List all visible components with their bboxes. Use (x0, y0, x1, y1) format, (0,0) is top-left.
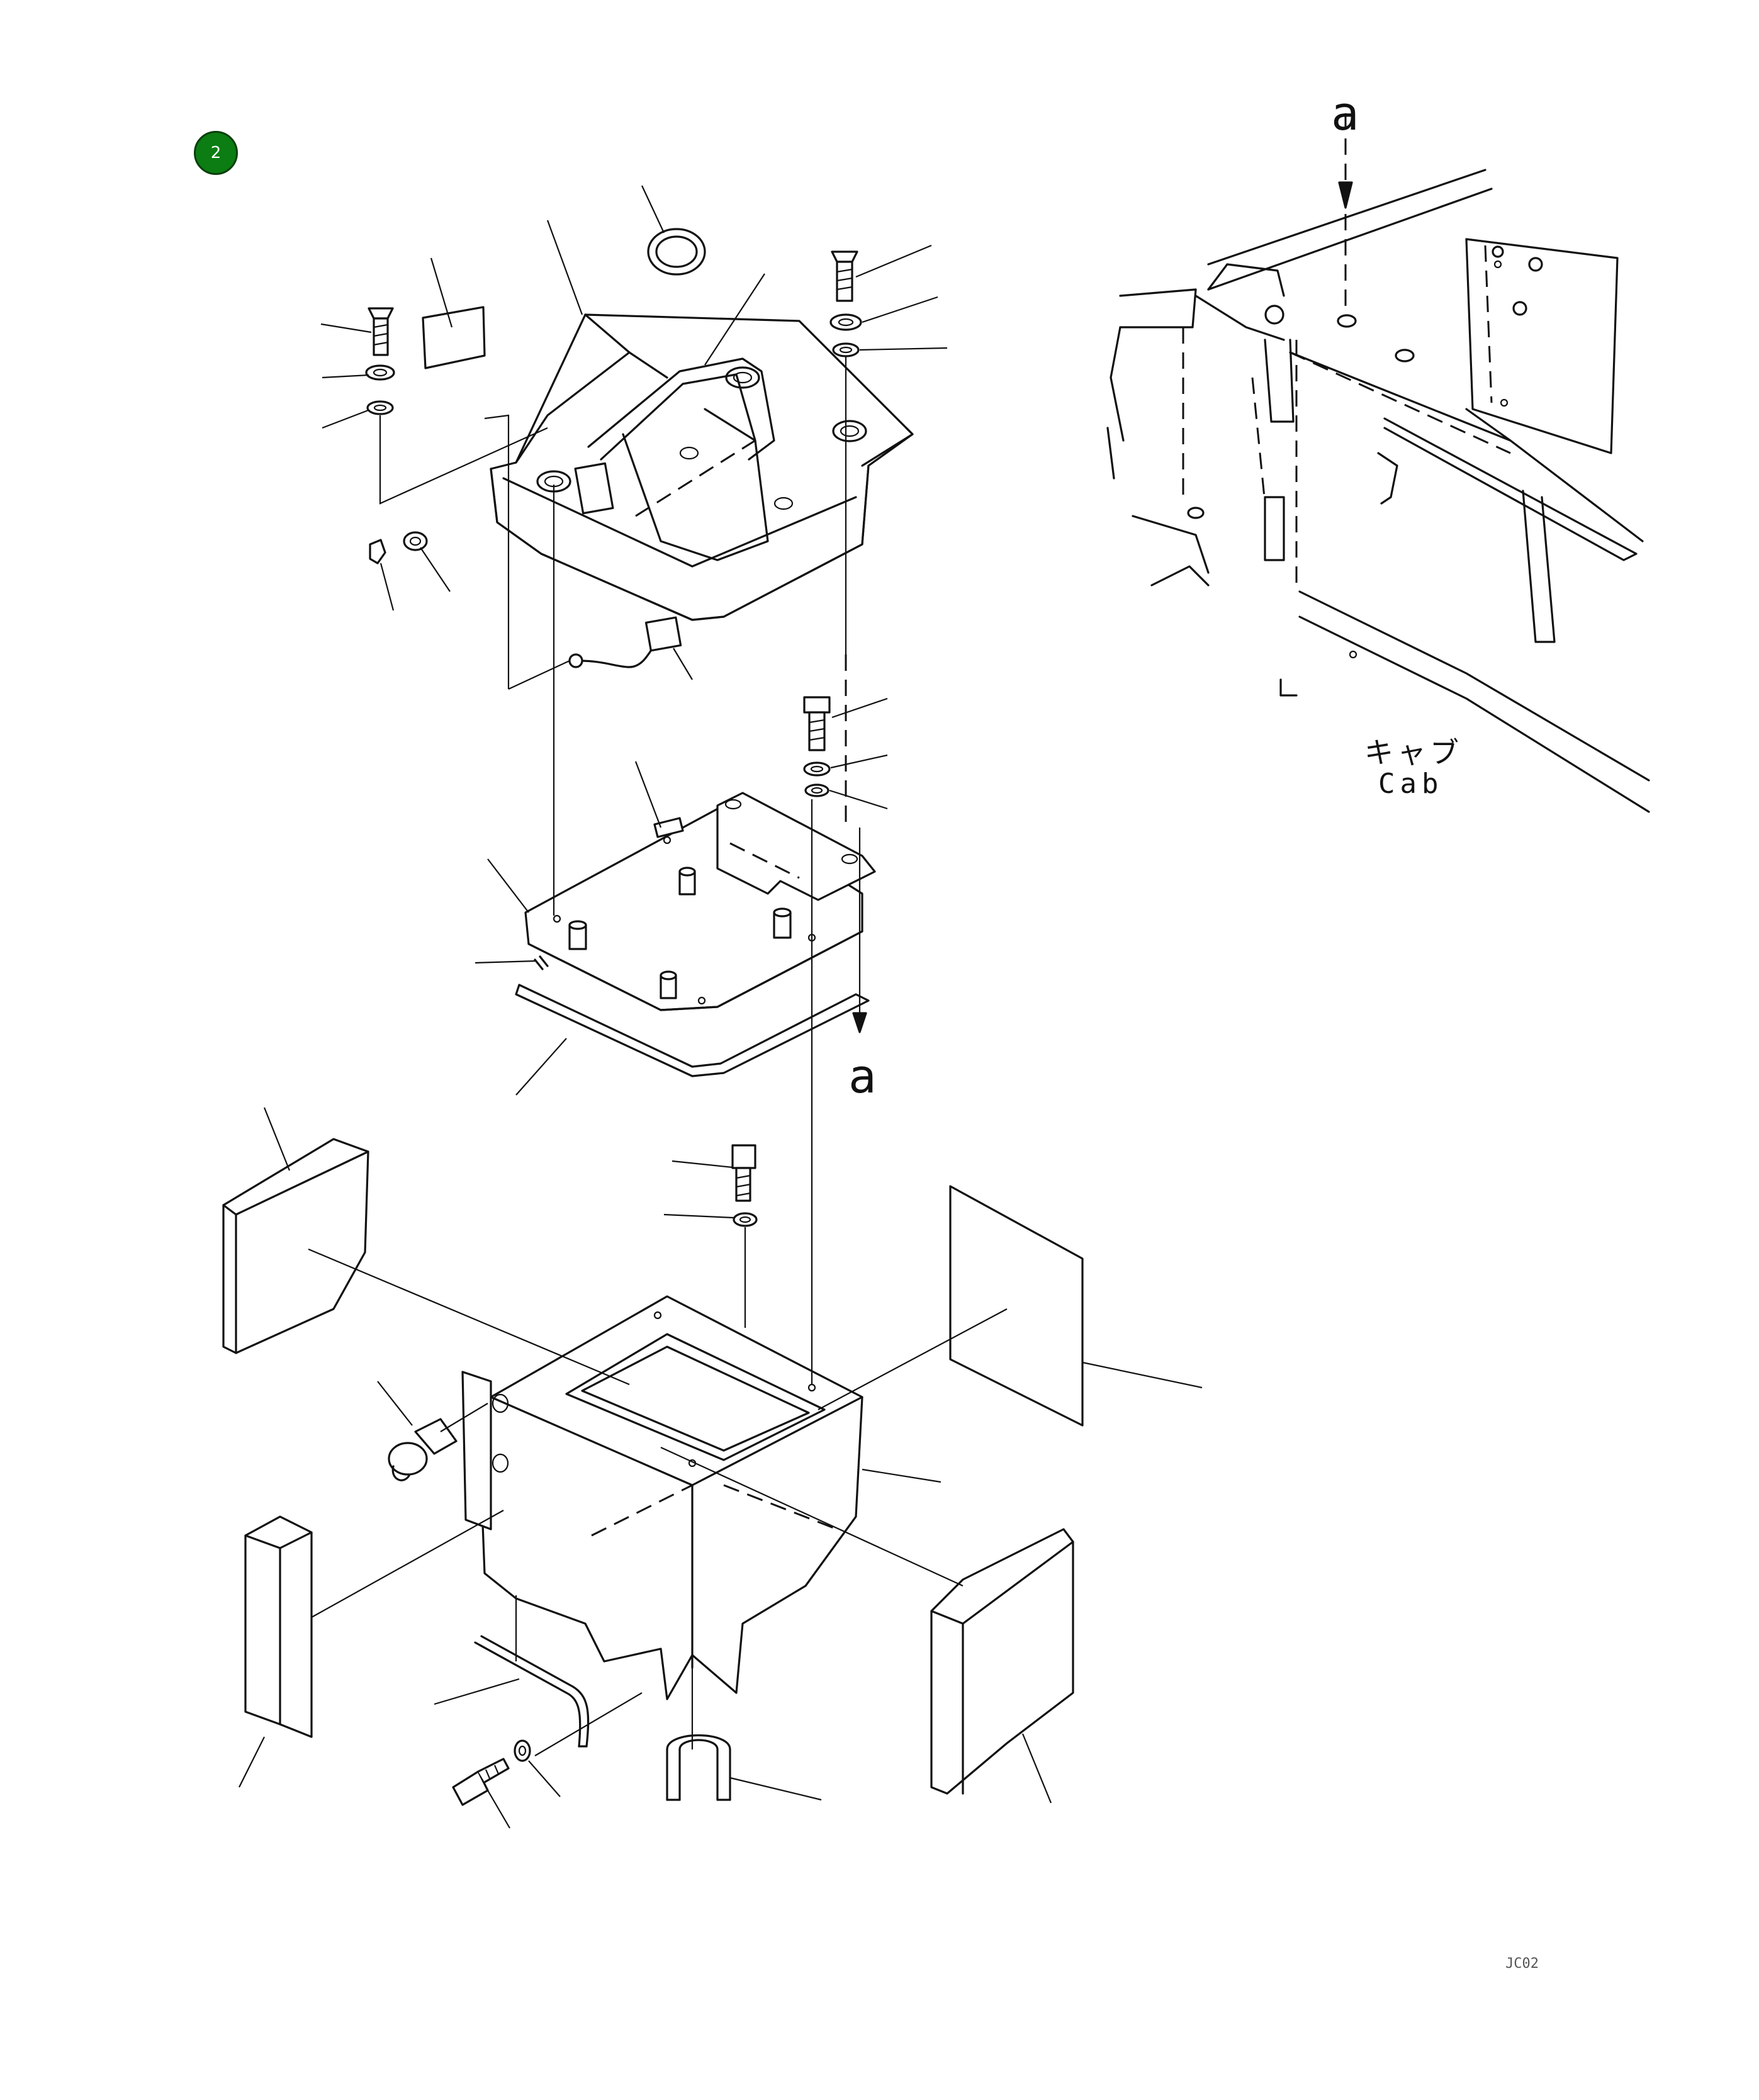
washer-lower (733, 1212, 758, 1227)
pad-right (949, 1185, 1084, 1427)
label-plate (422, 306, 486, 369)
sheet-code: JC02 (1505, 1956, 1539, 1972)
washer-upper-right-2 (832, 342, 860, 357)
washer-upper-right-1 (829, 313, 862, 331)
lever-rod (474, 1635, 590, 1748)
oval-ring (647, 228, 706, 276)
pad-top-left (222, 1138, 369, 1354)
bolt-upper-right (831, 250, 858, 302)
bolt-bottom (452, 1758, 510, 1806)
pad-bottom-right (930, 1528, 1074, 1795)
lower-box (461, 1295, 863, 1700)
cab-label-japanese: キャブ (1364, 736, 1463, 770)
washer-mid-2 (804, 783, 829, 797)
assembly-lines (308, 356, 1008, 1756)
washer-upper-left-1 (365, 364, 395, 381)
pad-bottom-left (244, 1515, 313, 1738)
washer-mid-1 (803, 761, 831, 777)
cab-label-english: Cab (1378, 768, 1444, 800)
middle-plate (524, 792, 876, 1011)
fork-bracket (666, 1734, 731, 1801)
bolt-upper-left (368, 307, 394, 356)
clip-left (369, 539, 386, 564)
pin-small (534, 955, 549, 970)
bolt-lower (731, 1144, 756, 1202)
item-number-badge: 2 (194, 131, 238, 175)
upper-tray (490, 313, 914, 621)
connector-harness (568, 616, 682, 668)
cab-detail-view (1106, 113, 1650, 813)
grommet-left (403, 531, 428, 551)
washer-bottom (514, 1739, 531, 1762)
seal-strip (515, 984, 870, 1077)
view-marker-mid: a (848, 1050, 877, 1104)
washer-upper-left-2 (366, 400, 394, 415)
bolt-mid (803, 696, 831, 751)
leader-lines (239, 185, 1203, 1829)
